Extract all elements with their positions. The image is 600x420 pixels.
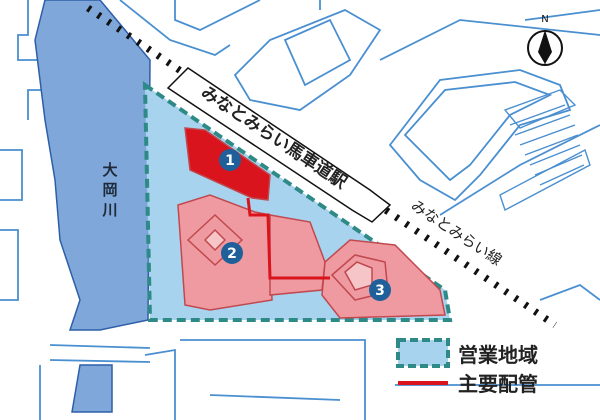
legend-service-area-swatch xyxy=(396,338,450,368)
river-label-char-3: 川 xyxy=(101,201,117,219)
river-label: 大 岡 川 xyxy=(101,161,117,219)
svg-text:2: 2 xyxy=(227,246,237,262)
buildings xyxy=(177,127,446,319)
marker-1: 1 xyxy=(219,149,241,171)
river-ookagawa xyxy=(34,0,151,331)
marker-2: 2 xyxy=(221,242,243,264)
river-label-char-1: 大 xyxy=(102,161,117,179)
parking-lot-stripes xyxy=(499,89,591,212)
svg-text:1: 1 xyxy=(225,153,235,169)
legend-pipeline-label: 主要配管 xyxy=(458,372,538,396)
north-arrow-icon: N xyxy=(527,14,563,66)
marker-3: 3 xyxy=(369,279,391,301)
main-pipeline-route xyxy=(246,197,330,280)
building-3-core xyxy=(344,261,373,291)
river-label-char-2: 岡 xyxy=(102,181,117,199)
legend-service-area-label: 営業地域 xyxy=(458,343,538,367)
north-label: N xyxy=(541,14,548,25)
building-2-core xyxy=(203,228,227,252)
building-lower-left xyxy=(71,364,113,413)
legend: 営業地域 主要配管 xyxy=(396,338,538,396)
svg-text:3: 3 xyxy=(375,283,385,299)
railway-line xyxy=(86,5,557,328)
